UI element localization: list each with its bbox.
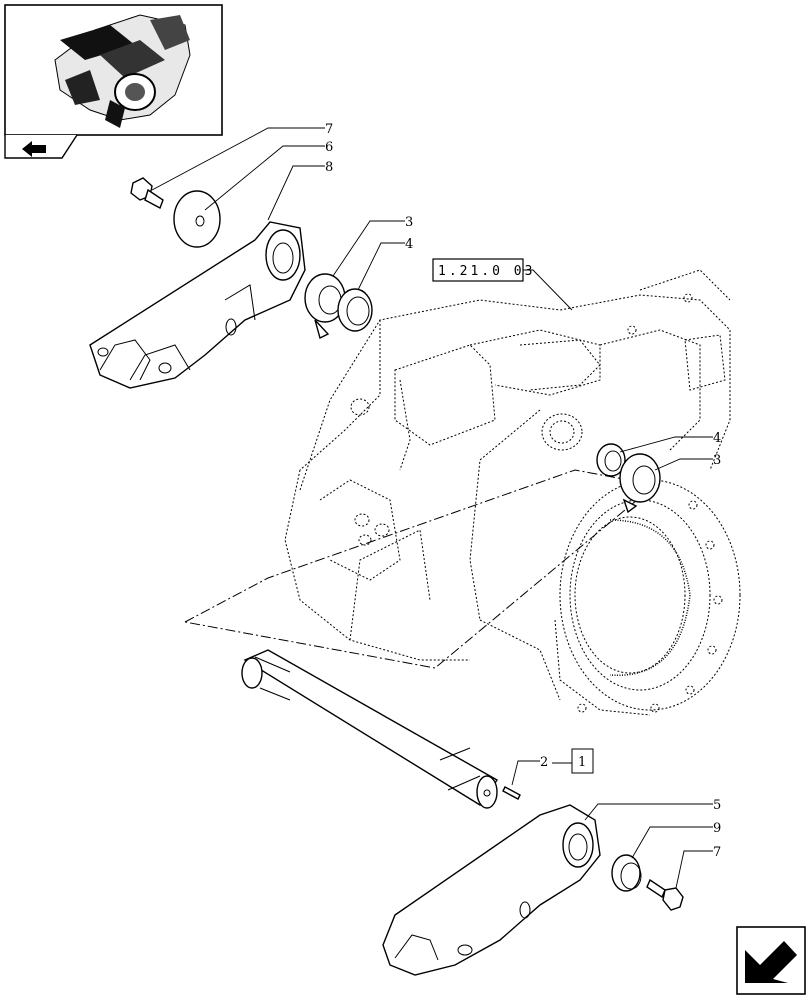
reference-link[interactable]: 1.21.0 03 — [432, 258, 535, 282]
upper-bolt[interactable] — [130, 177, 164, 209]
lower-bolt[interactable] — [646, 878, 684, 911]
right-seal[interactable] — [596, 443, 626, 477]
callout-right-ring: 3 — [713, 453, 721, 468]
callout-top-arm: 8 — [325, 160, 333, 175]
thumbnail-image — [54, 14, 191, 128]
callout-top-washer: 6 — [325, 140, 333, 155]
lower-lift-arm[interactable] — [382, 804, 601, 976]
upper-washer[interactable] — [173, 190, 221, 248]
transmission-housing — [284, 269, 741, 716]
callout-pin: 2 — [540, 755, 548, 770]
callout-top-ring: 3 — [405, 215, 413, 230]
shaft-axis-line — [183, 469, 657, 669]
shaft-ref-box — [571, 748, 594, 774]
reference-box-label: 1.21.0 03 — [438, 264, 535, 279]
callout-top-bolt: 7 — [325, 122, 333, 137]
callout-bottom-arm: 5 — [713, 798, 721, 813]
arrow-next-icon[interactable] — [736, 926, 806, 995]
upper-lift-arm[interactable] — [89, 221, 306, 389]
right-ring[interactable] — [619, 453, 661, 514]
callout-right-seal: 4 — [713, 431, 721, 446]
callout-bottom-bolt: 7 — [713, 845, 721, 860]
upper-seal[interactable] — [337, 288, 373, 332]
thumbnail-panel — [4, 4, 223, 159]
callout-bottom-cap: 9 — [713, 821, 721, 836]
callout-top-seal: 4 — [405, 237, 413, 252]
splined-shaft[interactable] — [241, 649, 499, 809]
arrow-back-icon[interactable] — [22, 141, 46, 157]
lower-cap[interactable] — [611, 854, 642, 892]
callout-shaft-ref: 1 — [578, 755, 586, 770]
shaft-pin[interactable] — [502, 786, 521, 800]
leader-lines — [151, 127, 713, 889]
